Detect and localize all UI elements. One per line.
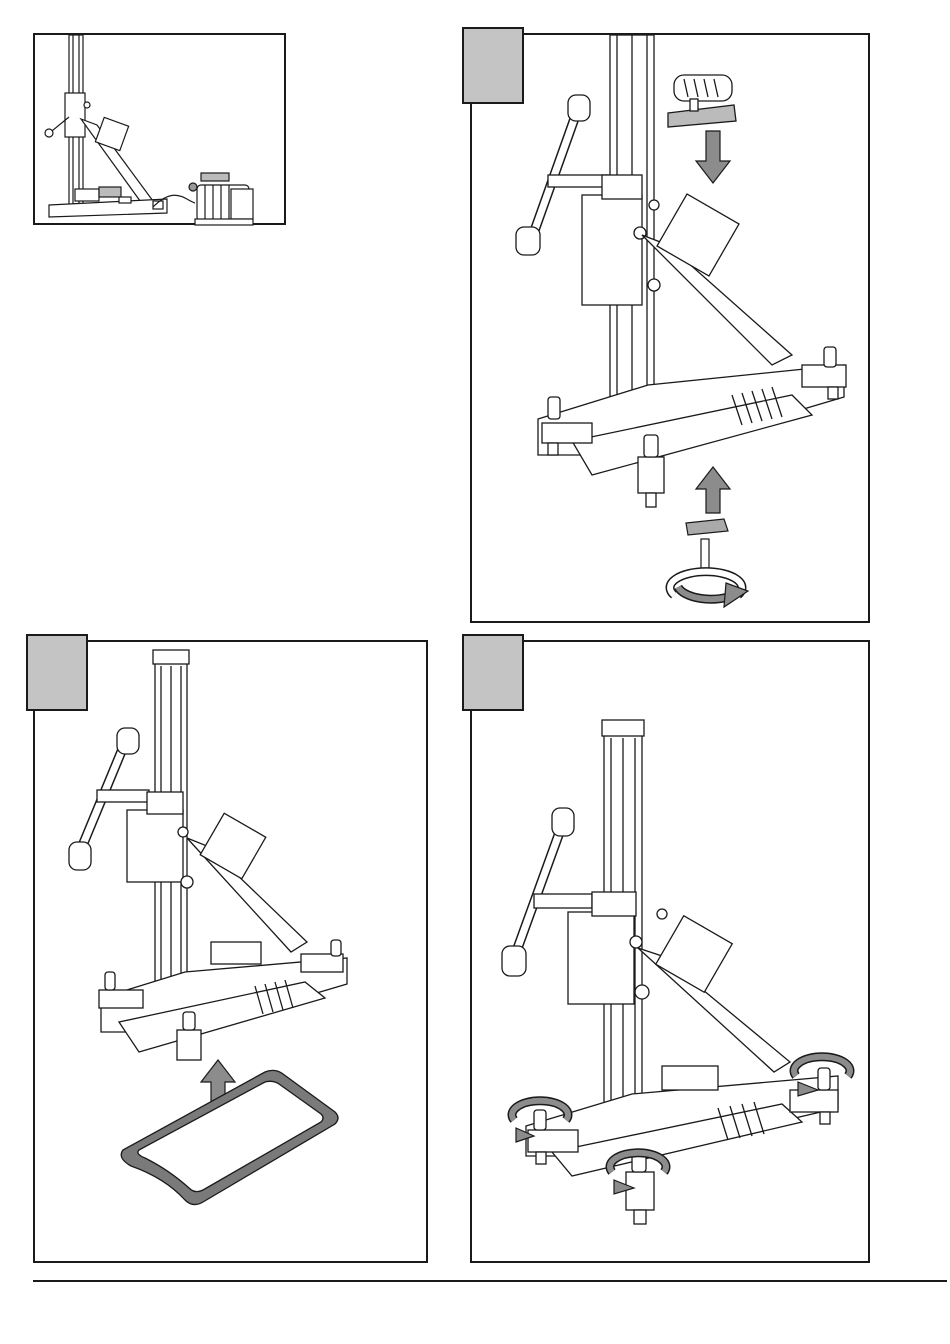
arrow-down-icon (696, 131, 730, 183)
right-leveling-screw (824, 347, 836, 367)
step-mount-baseplate-panel (470, 33, 870, 623)
front-foot-block (177, 1030, 201, 1060)
level-feet-illustration (472, 642, 872, 1265)
baseplate-illustration (472, 35, 872, 625)
column-cap (602, 720, 644, 736)
front-leveling-screw (644, 435, 658, 457)
right-leveling-screw (818, 1068, 830, 1090)
drill-mount (657, 194, 739, 276)
step-badge-vacuum-seal (26, 634, 88, 711)
step-level-feet-panel (470, 640, 870, 1263)
left-foot-block (99, 990, 143, 1008)
overview-panel (33, 33, 286, 225)
handle-knob-upper (117, 728, 139, 754)
handle-knob-lower (69, 842, 91, 870)
step-badge-level-feet (462, 634, 524, 711)
front-foot-block (626, 1172, 654, 1210)
drill-mount (200, 813, 266, 879)
washer (686, 519, 728, 535)
vacuum-adapter (674, 75, 732, 101)
handle-knob-upper (568, 95, 590, 121)
vacuum-adapter (211, 942, 261, 964)
right-foot-block (802, 365, 846, 387)
carriage (127, 810, 183, 882)
footer-rule (33, 1280, 947, 1282)
front-foot-block (638, 457, 664, 493)
handle-knob-lower (516, 227, 540, 255)
overview-illustration (35, 35, 288, 227)
carriage (568, 912, 634, 1004)
arrow-up-icon (696, 467, 730, 513)
column-cap (153, 650, 189, 664)
left-leveling-screw (548, 397, 560, 419)
right-foot-block (301, 954, 343, 972)
drill-mount (656, 916, 732, 992)
rotate-arrow-icon (670, 572, 748, 607)
anchor-plate (668, 105, 736, 127)
right-foot-block (790, 1090, 838, 1112)
handle-knob-upper (552, 808, 574, 836)
base-plate (49, 199, 167, 217)
step-badge-mount-baseplate (462, 27, 524, 104)
handle-knob-lower (502, 946, 526, 976)
carriage (582, 195, 642, 305)
left-foot-block (542, 423, 592, 443)
carriage (65, 93, 85, 137)
step-vacuum-seal-panel (33, 640, 428, 1263)
left-leveling-screw (534, 1110, 546, 1130)
vacuum-seal-illustration (35, 642, 430, 1265)
left-foot-block (528, 1130, 578, 1152)
vacuum-adapter (662, 1066, 718, 1090)
vacuum-seal-ring (121, 1070, 338, 1204)
